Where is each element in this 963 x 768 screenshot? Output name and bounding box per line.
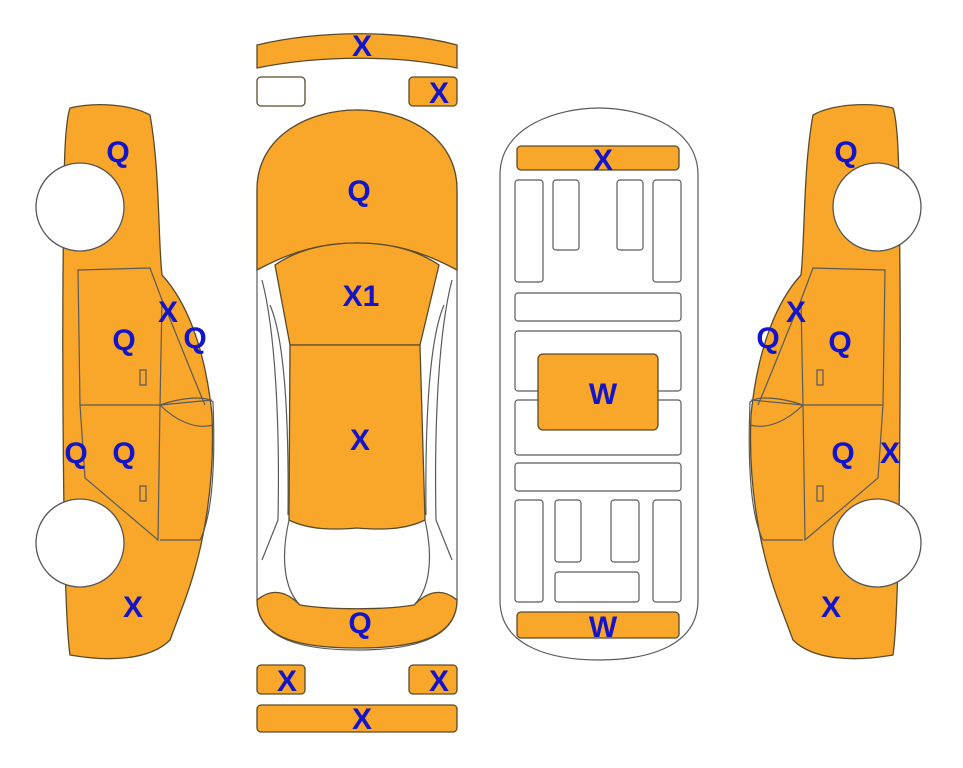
underbody-view xyxy=(499,107,699,661)
front-bumper-top[interactable] xyxy=(256,33,458,69)
center-floor[interactable] xyxy=(537,353,659,431)
label-front-right-lamp: X xyxy=(429,77,449,110)
label-front-cross-member: X xyxy=(593,144,613,177)
label-roof: X xyxy=(350,424,370,457)
right-side-view xyxy=(748,104,922,660)
underbody-outline xyxy=(499,107,699,661)
right-rear-wheel xyxy=(832,498,922,588)
left-door-frame-lines xyxy=(77,267,214,542)
label-left-roof-area: Q xyxy=(106,136,129,169)
label-left-windshield-edge: Q xyxy=(183,322,206,355)
front-cross-member[interactable] xyxy=(516,145,680,171)
trunk[interactable] xyxy=(256,591,458,649)
top-view xyxy=(256,33,458,733)
label-right-front-door: Q xyxy=(828,326,851,359)
label-trunk: Q xyxy=(348,607,371,640)
label-windshield: X1 xyxy=(343,280,380,313)
roof[interactable] xyxy=(288,344,426,530)
label-left-rear-fender: Q xyxy=(64,437,87,470)
label-left-front-bumper-side: X xyxy=(123,591,143,624)
damage-labels: Q X Q Q Q Q X X X Q X1 X Q X X X X W W Q… xyxy=(64,30,900,736)
rear-cross-member[interactable] xyxy=(516,611,680,639)
left-front-wheel xyxy=(35,162,125,252)
front-left-lamp[interactable] xyxy=(256,76,306,107)
label-right-rear-panel-edge: X xyxy=(880,437,900,470)
left-glass-outline xyxy=(159,397,215,541)
label-hood: Q xyxy=(347,175,370,208)
label-front-bumper: X xyxy=(352,30,372,63)
right-front-wheel xyxy=(832,162,922,252)
right-glass-outline xyxy=(748,397,804,541)
label-center-floor: W xyxy=(589,378,618,411)
label-right-front-pillar: X xyxy=(786,296,806,329)
label-rear-right-lamp: X xyxy=(429,665,449,698)
label-rear-left-lamp: X xyxy=(277,665,297,698)
top-right-side-glass xyxy=(425,279,453,561)
underbody-frame-lines xyxy=(514,179,682,603)
label-right-windshield-edge: Q xyxy=(756,322,779,355)
label-left-rear-door: Q xyxy=(112,437,135,470)
label-right-roof-area: Q xyxy=(834,136,857,169)
right-door-frame-lines xyxy=(749,267,886,542)
top-left-side-glass xyxy=(261,279,289,561)
left-side-view xyxy=(35,104,215,660)
rear-left-lamp[interactable] xyxy=(256,664,306,695)
windshield[interactable] xyxy=(274,242,440,346)
left-rear-wheel xyxy=(35,498,125,588)
label-left-front-door: Q xyxy=(112,324,135,357)
label-right-rear-door: Q xyxy=(831,437,854,470)
top-rear-glass xyxy=(283,519,431,606)
label-rear-cross-member: W xyxy=(589,611,618,644)
label-left-front-pillar: X xyxy=(158,296,178,329)
rear-bumper-top[interactable] xyxy=(256,704,458,733)
label-rear-bumper: X xyxy=(352,703,372,736)
label-right-front-bumper-side: X xyxy=(821,591,841,624)
rear-right-lamp[interactable] xyxy=(408,664,458,695)
front-right-lamp[interactable] xyxy=(408,76,458,107)
